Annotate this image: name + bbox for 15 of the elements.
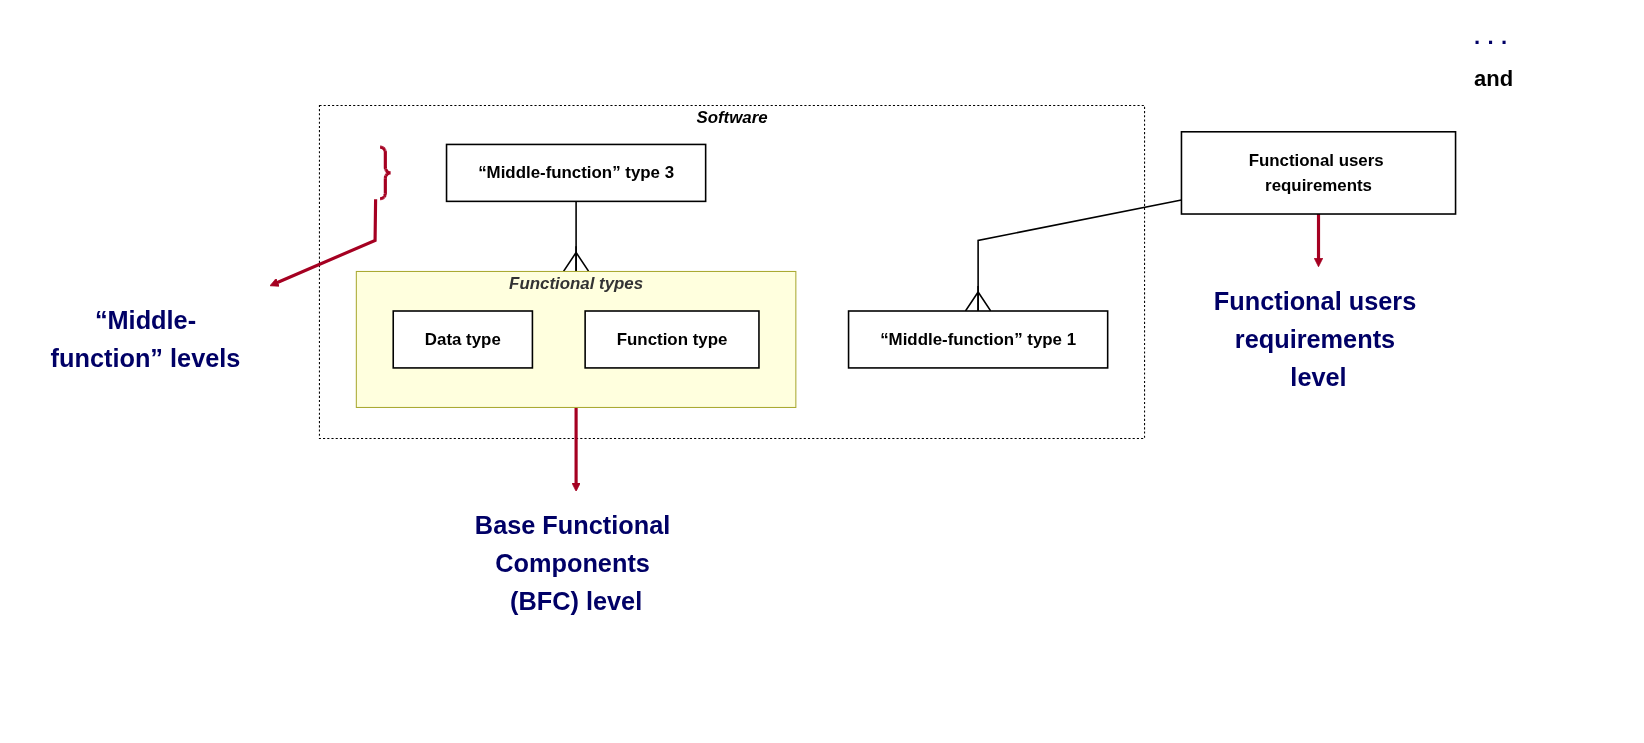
node-box: Data type <box>392 310 534 370</box>
arrow <box>1313 214 1324 268</box>
arrow <box>571 407 581 493</box>
node-box: Functional users requirements <box>1180 131 1457 216</box>
node-brace <box>378 145 393 201</box>
node-text: “Middle-function” levels <box>50 306 241 373</box>
node-box: “Middle-function” type 3 <box>445 144 707 203</box>
node-text: Base Functional Components (BFC) level <box>474 511 671 617</box>
arrow <box>269 199 378 288</box>
node-text: Functional users requirements level <box>1213 287 1417 392</box>
ellipsis-text: · · · <box>1474 30 1510 56</box>
node-box: Function type <box>584 310 760 370</box>
connector-word: and <box>1474 66 1515 92</box>
node-box: “Middle-function” type 1 <box>847 310 1109 370</box>
connector <box>562 201 590 273</box>
